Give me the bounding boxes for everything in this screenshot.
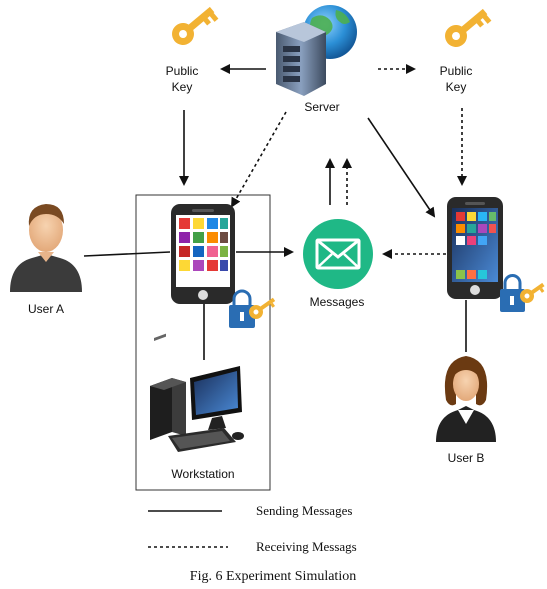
messages-envelope-icon: [303, 219, 373, 289]
legend: Sending Messages Receiving Messags: [148, 503, 357, 554]
arrow-server-to-workstation-phone: [231, 111, 287, 208]
workstation-label: Workstation: [171, 467, 234, 481]
workstation-phone-icon: [171, 204, 235, 304]
user-a-label: User A: [28, 302, 64, 316]
legend-receiving-label: Receiving Messags: [256, 539, 357, 554]
legend-sending-label: Sending Messages: [256, 503, 352, 518]
userb-phone-icon: [447, 197, 503, 299]
public-key-right-line2: Key: [446, 80, 467, 94]
workstation-frame: [135, 194, 271, 491]
user-b-avatar-icon: [436, 356, 496, 442]
messages-label: Messages: [310, 295, 365, 309]
public-key-left-icon: [172, 6, 219, 45]
lock-key-icon-right: [500, 274, 545, 312]
server-label: Server: [304, 100, 339, 114]
public-key-left-line1: Public: [166, 64, 199, 78]
connector-usera-to-phone: [83, 251, 171, 257]
public-key-right-line1: Public: [440, 64, 473, 78]
server-icon: [276, 5, 357, 96]
user-b-label: User B: [448, 451, 485, 465]
public-key-right-icon: [445, 8, 492, 47]
lock-key-icon-left: [229, 289, 276, 328]
workstation-pc-icon: [150, 333, 244, 452]
arrow-server-to-userb-phone: [367, 117, 436, 218]
figure-caption: Fig. 6 Experiment Simulation: [190, 569, 356, 584]
user-a-avatar-icon: [10, 204, 82, 292]
public-key-left-line2: Key: [172, 80, 193, 94]
